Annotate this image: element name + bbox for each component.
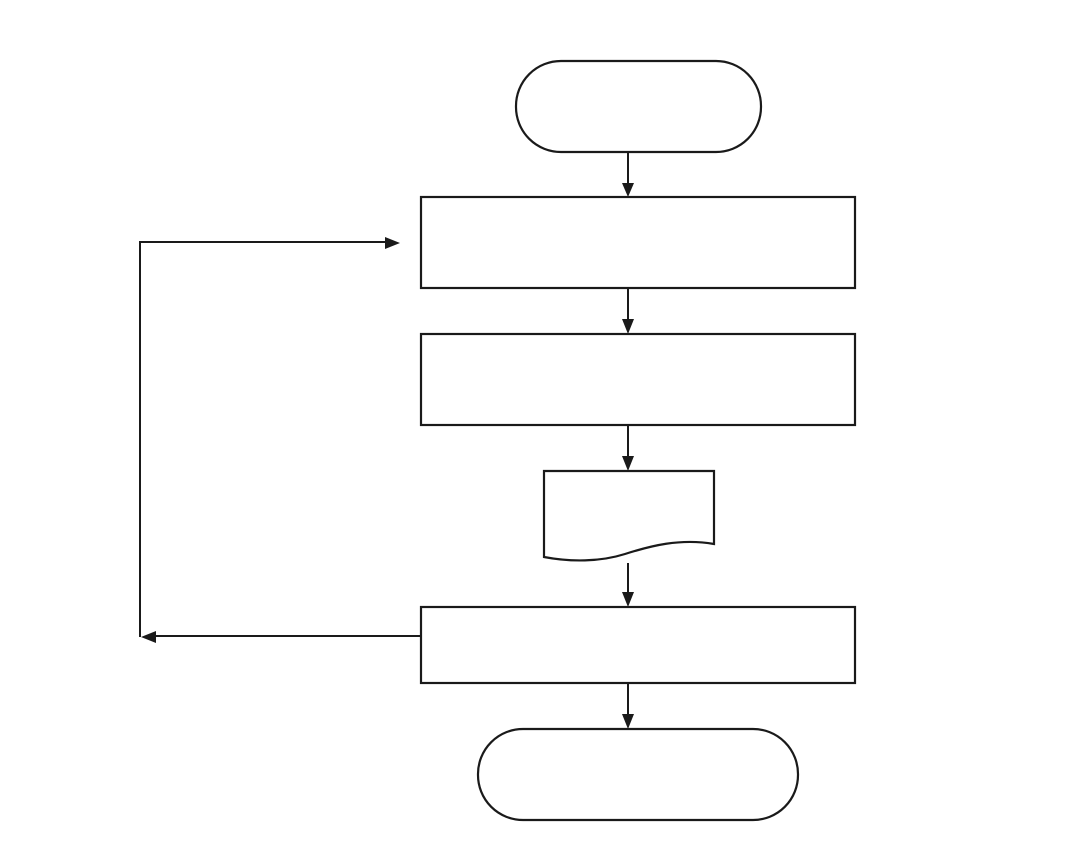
loop-arrowhead-left bbox=[141, 631, 156, 643]
arrow-start-to-step1 bbox=[622, 152, 634, 197]
end-terminator bbox=[476, 727, 800, 822]
process-box-3 bbox=[419, 605, 857, 685]
start-terminator bbox=[514, 59, 763, 154]
arrow-step3-to-end bbox=[622, 683, 634, 729]
loop-arrowhead-right bbox=[385, 237, 400, 249]
document-shape bbox=[542, 469, 716, 562]
loop-back-connector bbox=[139, 237, 421, 643]
arrow-step2-to-document bbox=[622, 425, 634, 471]
arrow-step1-to-step2 bbox=[622, 288, 634, 334]
process-box-1 bbox=[419, 195, 857, 290]
arrow-document-to-step3 bbox=[622, 563, 634, 607]
process-box-2 bbox=[419, 332, 857, 427]
